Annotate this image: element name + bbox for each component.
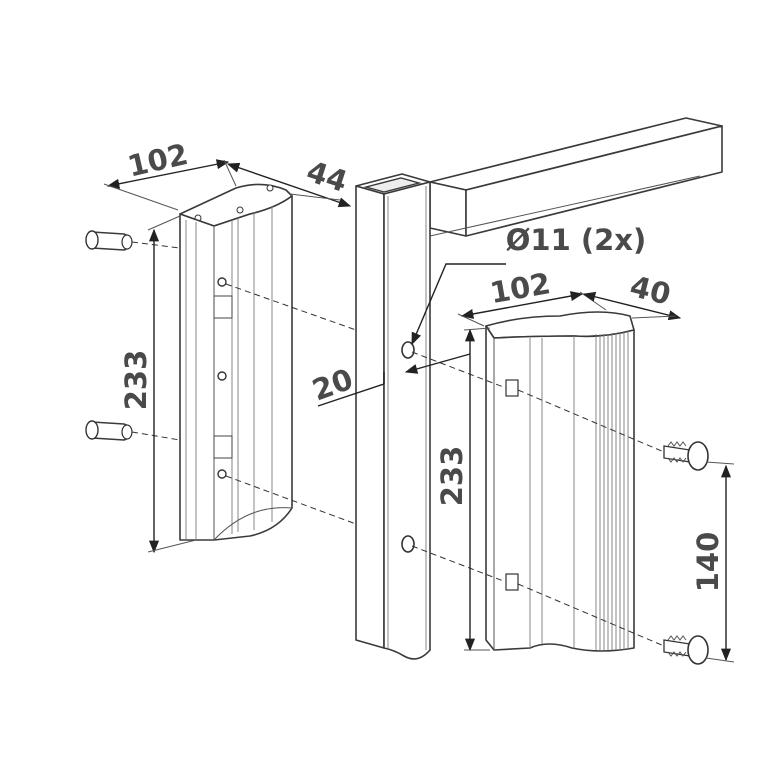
post-hole-lower — [401, 535, 415, 553]
dim-left-width-line — [106, 159, 230, 189]
ext-line — [579, 291, 607, 311]
screw-thread — [667, 635, 687, 657]
leader-post-handle-upper — [411, 351, 507, 389]
left-bracket-slot-2 — [213, 435, 233, 459]
ext-line — [631, 315, 677, 319]
ext-line — [103, 183, 179, 211]
right-handle-body — [485, 325, 635, 652]
dim-offset-line — [404, 353, 471, 374]
ext-line — [705, 657, 735, 663]
left-bracket-body — [179, 195, 293, 541]
top-rail-edge — [429, 175, 701, 237]
left-bracket-top-hole — [236, 206, 244, 214]
label-screw-spacing: 140 — [691, 532, 725, 593]
right-handle-slot-lower — [505, 573, 519, 591]
label-right-height: 233 — [435, 446, 469, 507]
leader-bolt-upper — [131, 241, 181, 249]
ext-line — [147, 215, 181, 231]
post-side-face — [383, 181, 431, 660]
screw-head — [687, 441, 709, 471]
leader-bracket-post-lower — [225, 475, 357, 525]
left-keeper-bracket — [179, 183, 293, 541]
dim-hole-leader — [411, 263, 506, 346]
bolt-tip — [121, 234, 133, 250]
screw-shank — [663, 445, 691, 463]
gate-post — [355, 117, 723, 660]
ext-line — [705, 461, 735, 465]
left-bracket-hole-lower — [217, 469, 227, 479]
leader-post-handle-lower — [411, 545, 507, 583]
ext-line — [457, 313, 485, 327]
top-rail-front-face — [429, 181, 467, 237]
label-right-depth: 40 — [627, 269, 674, 312]
left-bolt-upper — [85, 230, 133, 251]
top-rail-side-face — [465, 125, 723, 237]
ext-line — [147, 539, 197, 553]
leader-handle-screw-upper — [517, 389, 665, 453]
label-left-width: 102 — [124, 137, 191, 184]
left-bracket-bottom-curve — [213, 507, 293, 541]
bolt-head — [85, 230, 99, 250]
leader-handle-screw-lower — [517, 583, 665, 647]
ext-line — [223, 159, 237, 187]
label-right-width: 102 — [487, 266, 553, 310]
right-screw-lower — [663, 635, 709, 665]
screw-thread — [667, 441, 687, 463]
left-bracket-slot-1 — [213, 295, 233, 319]
leader-bolt-lower — [131, 431, 181, 441]
label-post-offset: 20 — [308, 362, 358, 408]
dim-right-width-line — [460, 291, 584, 319]
left-bracket-hole-upper — [217, 277, 227, 287]
post-hole-upper — [401, 341, 415, 359]
dimension-lines — [103, 159, 735, 663]
right-handle — [485, 311, 635, 652]
dim-right-depth-line — [582, 291, 682, 321]
right-handle-slot-upper — [505, 379, 519, 397]
left-bracket-top-hole-2 — [266, 184, 274, 192]
leader-bracket-post-upper — [225, 283, 357, 331]
bolt-tip — [121, 424, 133, 440]
left-bracket-hole-middle — [217, 371, 227, 381]
left-bolt-lower — [85, 420, 133, 441]
dim-offset-leader — [317, 383, 385, 407]
ext-line — [289, 193, 341, 201]
assembly-leaders — [131, 241, 665, 647]
label-left-height: 233 — [119, 350, 153, 411]
label-hole-diameter: Ø11 (2x) — [506, 223, 647, 257]
post-opening — [363, 177, 422, 193]
bolt-head — [85, 420, 99, 440]
screw-head — [687, 635, 709, 665]
screw-shank — [663, 639, 691, 657]
ext-line — [463, 327, 491, 331]
right-screw-upper — [663, 441, 709, 471]
post-front-face — [355, 185, 385, 649]
